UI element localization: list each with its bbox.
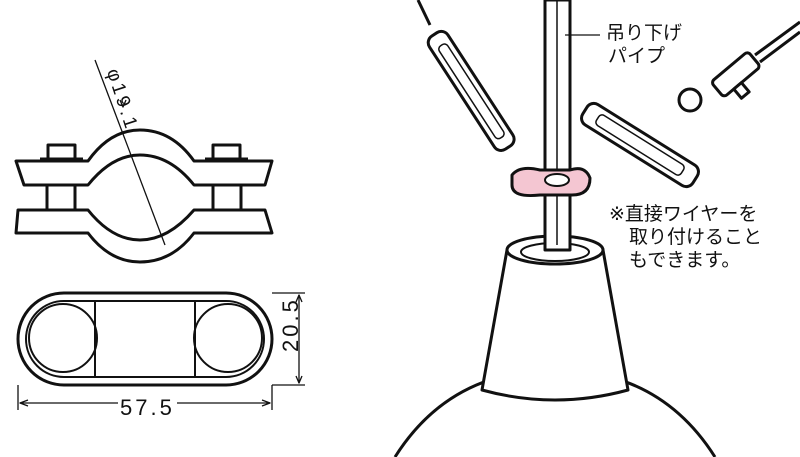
note-line3: もできます。 [629, 249, 741, 271]
installation-illustration [393, 0, 800, 457]
width-dimension: 57.5 [118, 395, 177, 421]
clamp-side-view [14, 59, 274, 264]
clamp-top-view [16, 291, 305, 410]
height-dimension: 20.5 [278, 297, 303, 352]
note-line2: 取り付けること [629, 226, 763, 248]
pipe-label-line1: 吊り下げ [606, 22, 683, 44]
note-text: ※直接ワイヤーを 取り付けること もできます。 [609, 203, 762, 272]
pipe-label: 吊り下げ パイプ [606, 22, 682, 68]
note-line1: ※直接ワイヤーを [609, 203, 758, 225]
pipe-label-line2: パイプ [608, 45, 666, 67]
